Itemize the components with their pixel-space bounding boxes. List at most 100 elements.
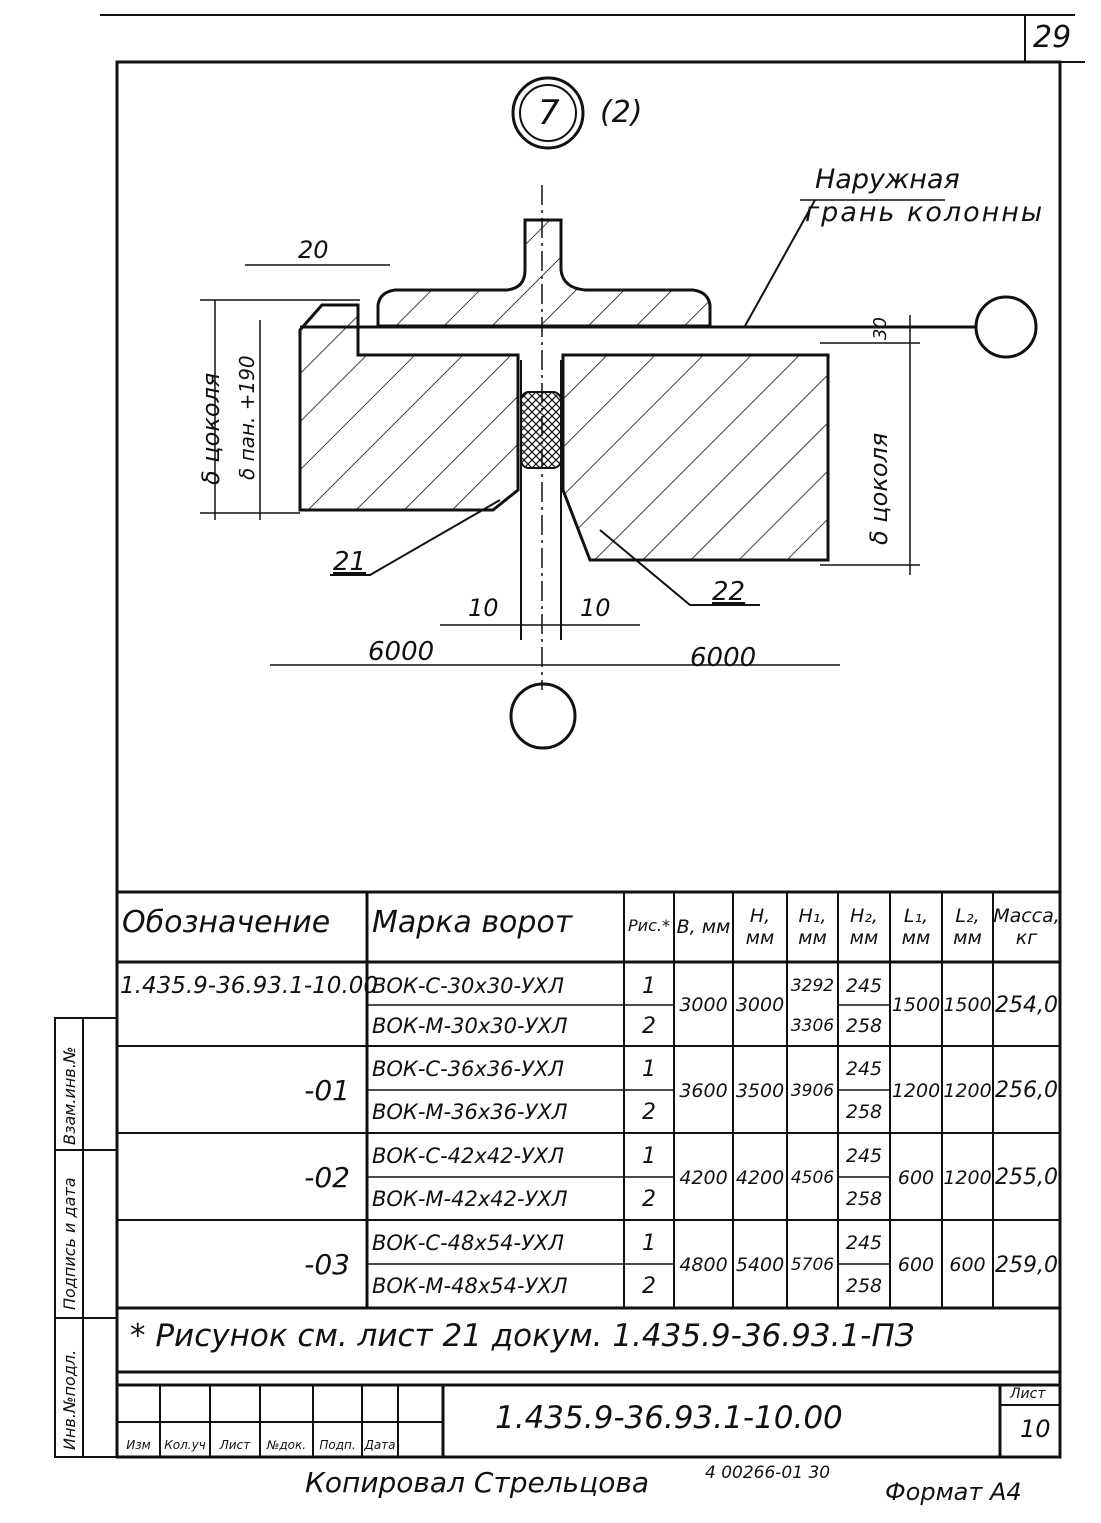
row-designation: -01 — [304, 1073, 350, 1107]
h1-value: 3906 — [790, 1080, 835, 1101]
position-22: 22 — [712, 577, 746, 607]
dim-10-left: 10 — [468, 594, 499, 622]
l2-value: 1200 — [943, 1079, 992, 1102]
header-l1: L₁, мм — [901, 905, 931, 949]
header-h: H, мм — [745, 905, 775, 949]
dim-b-pan: δ пан. +190 — [235, 355, 259, 480]
h-value: 4200 — [735, 1166, 785, 1189]
h2-value: 245 — [845, 1232, 883, 1254]
h2-value: 258 — [845, 1275, 883, 1297]
b-value: 4200 — [679, 1166, 728, 1189]
document-code: 1.435.9-36.93.1-10.00 — [495, 1400, 843, 1436]
dim-20: 20 — [298, 236, 329, 264]
sheet-number: 10 — [1020, 1415, 1051, 1443]
h-value: 3500 — [735, 1079, 785, 1102]
row-designation: 1.435.9-36.93.1-10.00 — [120, 973, 379, 999]
position-21: 21 — [333, 547, 367, 577]
title-block-col: №док. — [266, 1438, 307, 1452]
l1-value: 600 — [897, 1254, 935, 1276]
gate-mark: ВОК-М-48х54-УХЛ — [372, 1274, 568, 1298]
h2-value: 245 — [845, 1058, 883, 1080]
dim-b-tsokolya-right: δ цоколя — [865, 432, 893, 545]
gate-mark: ВОК-С-36х36-УХЛ — [372, 1057, 565, 1081]
axis-bubble-right — [974, 295, 1038, 359]
gate-mark: ВОК-М-30х30-УХЛ — [372, 1014, 568, 1038]
fig-no: 2 — [642, 1099, 656, 1125]
dim-6000-right: 6000 — [690, 643, 757, 673]
view-marker-number: 7 — [538, 93, 560, 133]
b-value: 3600 — [679, 1079, 728, 1102]
copied-by: Копировал Стрельцова — [305, 1466, 649, 1499]
outer-face-label-line2: грань колонны — [805, 197, 1045, 228]
fig-no: 2 — [642, 1013, 656, 1039]
left-panel — [298, 303, 520, 512]
h1-value: 5706 — [790, 1255, 835, 1275]
side-stamp-vzam: Взам.инв.№ — [60, 1046, 79, 1145]
page-number: 29 — [1033, 20, 1072, 55]
side-stamp-inv-podl: Инв.№подл. — [60, 1349, 79, 1450]
fig-no: 1 — [642, 1056, 656, 1082]
right-panel — [561, 353, 830, 562]
b-value: 4800 — [679, 1254, 728, 1276]
h2-value: 245 — [845, 1145, 883, 1167]
title-block-col: Кол.уч — [164, 1438, 206, 1452]
fig-no: 2 — [642, 1273, 656, 1299]
title-block-col: Дата — [364, 1438, 396, 1452]
header-gate-mark: Марка ворот — [372, 905, 573, 940]
gate-mark: ВОК-М-42х42-УХЛ — [372, 1187, 568, 1211]
l1-value: 1500 — [891, 994, 941, 1016]
mass-value: 255,0 — [995, 1165, 1058, 1190]
l1-value: 600 — [897, 1166, 935, 1189]
gate-mark: ВОК-С-30х30-УХЛ — [372, 974, 565, 998]
header-h2: H₂, мм — [849, 905, 879, 949]
fig-no: 1 — [642, 1143, 656, 1169]
b-value: 3000 — [679, 994, 728, 1016]
l2-value: 1500 — [943, 994, 992, 1016]
title-block-col: Изм — [126, 1438, 151, 1452]
header-l2: L₂, мм — [953, 905, 982, 949]
order-number: 4 00266-01 30 — [705, 1463, 831, 1483]
joint-filler — [520, 391, 562, 469]
h2-value: 258 — [845, 1188, 883, 1210]
view-marker-sub: (2) — [600, 95, 643, 130]
dim-b-tsokolya-left: δ цоколя — [197, 372, 225, 485]
mass-value: 254,0 — [995, 992, 1058, 1018]
gate-mark: ВОК-С-48х54-УХЛ — [372, 1231, 565, 1255]
header-h1: H₁, мм — [798, 905, 827, 949]
h2-value: 258 — [845, 1015, 883, 1037]
fig-no: 2 — [642, 1186, 656, 1212]
title-block-col: Подп. — [319, 1438, 356, 1452]
title-block-col: Лист — [219, 1438, 251, 1452]
side-stamp-podpis: Подпись и дата — [60, 1177, 79, 1310]
row-designation: -02 — [304, 1160, 350, 1194]
sheet-label: Лист — [1010, 1386, 1046, 1402]
h2-value: 245 — [845, 975, 883, 997]
h-value: 3000 — [735, 994, 785, 1016]
table-footnote: * Рисунок см. лист 21 докум. 1.435.9-36.… — [130, 1318, 915, 1354]
l2-value: 600 — [949, 1254, 986, 1276]
mass-value: 259,0 — [995, 1252, 1058, 1278]
dim-10-right: 10 — [580, 594, 611, 622]
header-fig: Рис.* — [628, 915, 670, 935]
h2-value: 258 — [845, 1101, 883, 1123]
h1-value: 4506 — [790, 1167, 835, 1188]
column-profile — [376, 218, 712, 328]
dim-6000-left: 6000 — [368, 637, 435, 667]
header-b: B, мм — [676, 916, 731, 938]
h-value: 5400 — [735, 1254, 785, 1276]
mass-value: 256,0 — [995, 1078, 1058, 1103]
dim-30: 30 — [870, 317, 891, 340]
axis-bubble-bottom — [509, 682, 577, 750]
fig-no: 1 — [642, 973, 656, 999]
outer-face-label-line1: Наружная — [815, 164, 960, 195]
gate-mark: ВОК-М-36х36-УХЛ — [372, 1100, 568, 1124]
paper-format: Формат А4 — [885, 1478, 1022, 1506]
h1-value: 3306 — [790, 1016, 835, 1036]
view-marker-outer — [511, 76, 585, 150]
header-designation: Обозначение — [122, 905, 331, 940]
h1-value: 3292 — [790, 976, 835, 996]
header-mass: Масса, кг — [993, 905, 1060, 949]
l2-value: 1200 — [943, 1166, 992, 1189]
l1-value: 1200 — [891, 1079, 941, 1102]
